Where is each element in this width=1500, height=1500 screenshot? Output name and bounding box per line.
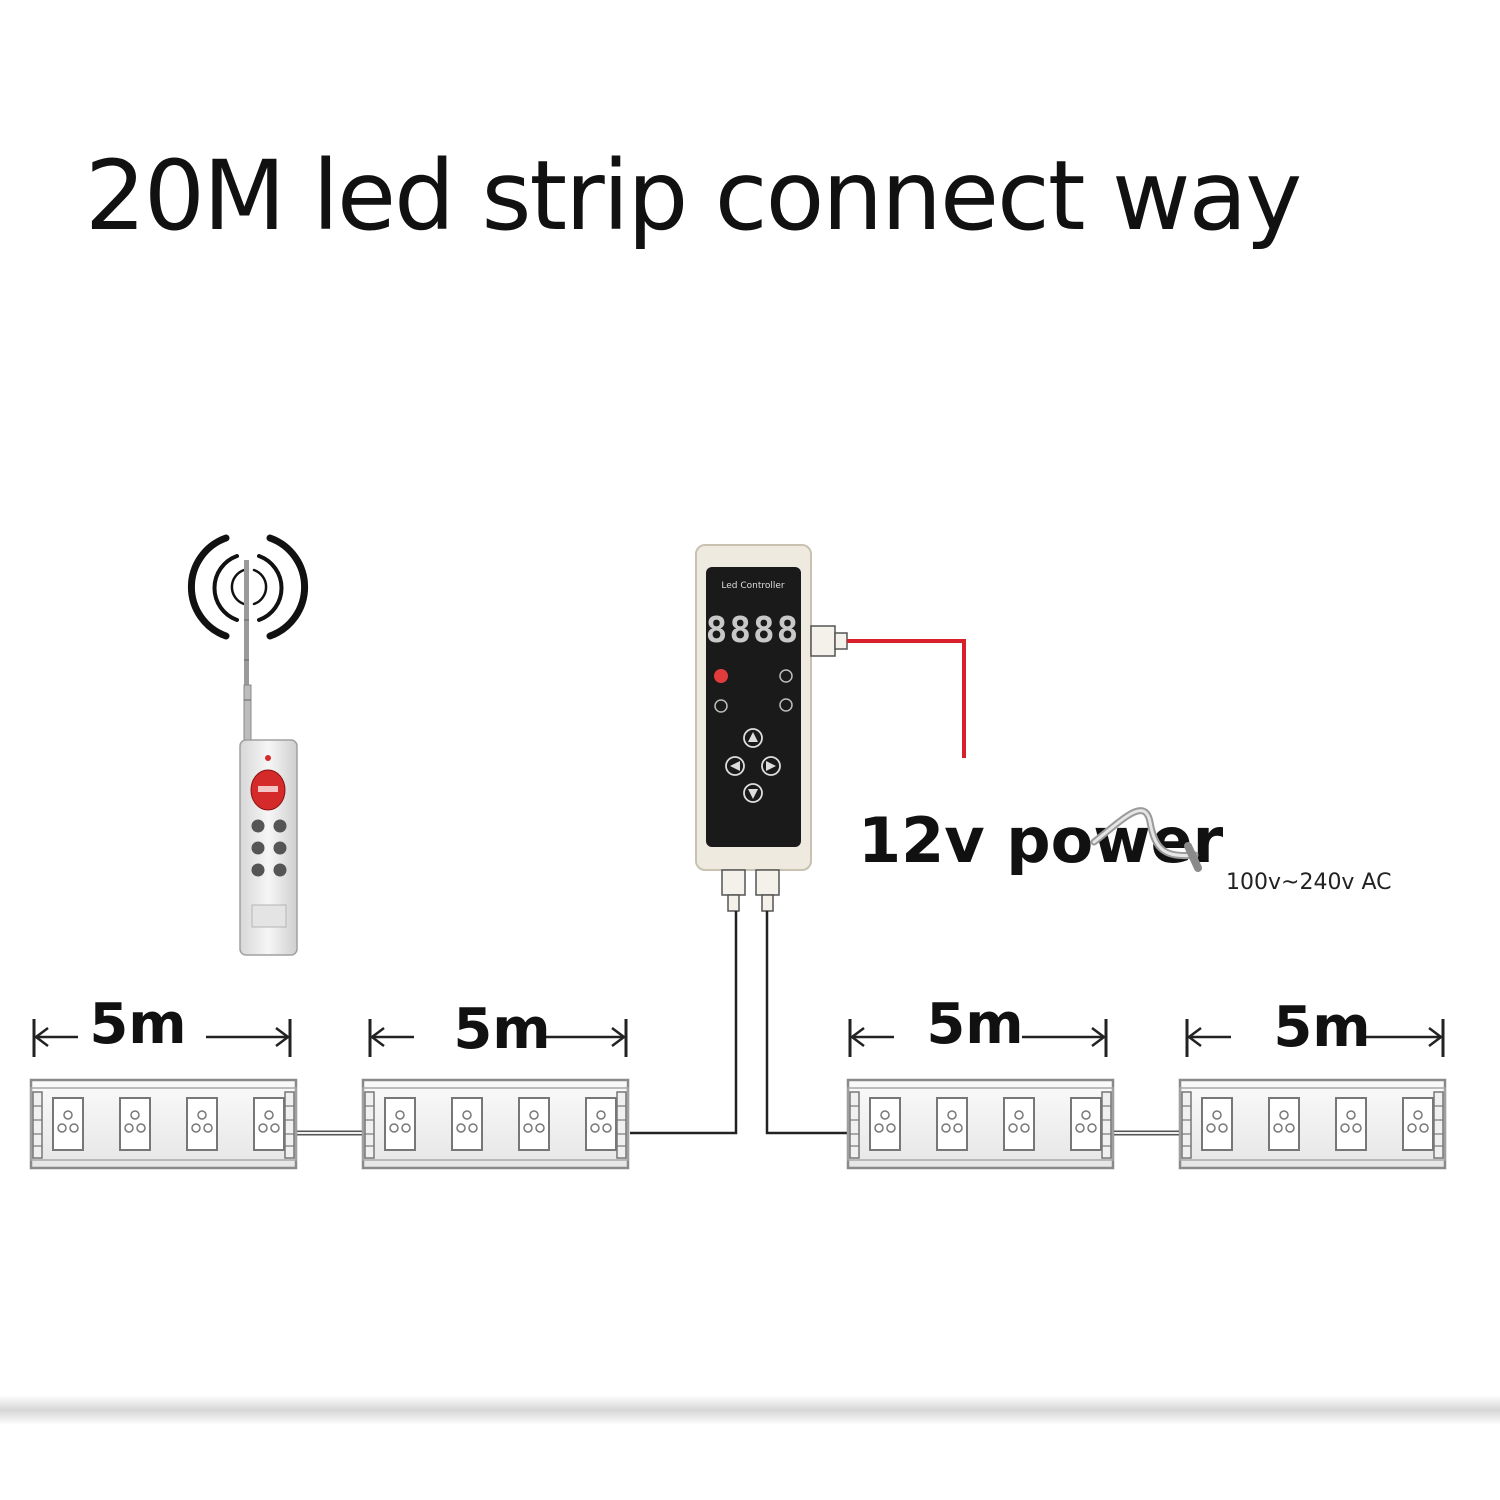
led-controller: Led Controller 8888 xyxy=(695,544,848,912)
led-strip xyxy=(1178,1078,1447,1170)
direction-pad-icon xyxy=(725,728,781,803)
strip-length-label: 5m xyxy=(926,992,1023,1057)
ac-plug-icon xyxy=(1090,807,1202,872)
wireless-signal-icon xyxy=(187,534,309,640)
remote-control xyxy=(187,534,309,956)
power-label: 12v power xyxy=(858,804,1224,877)
strip-length-label: 5m xyxy=(453,997,550,1062)
diagram-title: 20M led strip connect way xyxy=(84,140,1302,252)
controller-display: 8888 xyxy=(706,610,801,651)
strip-length-label: 5m xyxy=(1273,995,1370,1060)
controller-output-wires xyxy=(630,911,848,1135)
power-wire xyxy=(847,639,966,758)
floor-shadow xyxy=(0,1395,1500,1425)
power-button-icon xyxy=(714,669,728,683)
led-strip xyxy=(361,1078,630,1170)
controller-title: Led Controller xyxy=(721,581,785,591)
remote-antenna xyxy=(243,560,252,746)
led-strip xyxy=(29,1078,298,1170)
led-strip xyxy=(846,1078,1115,1170)
strip-length-label: 5m xyxy=(89,992,186,1057)
ac-input-label: 100v~240v AC xyxy=(1226,870,1391,895)
